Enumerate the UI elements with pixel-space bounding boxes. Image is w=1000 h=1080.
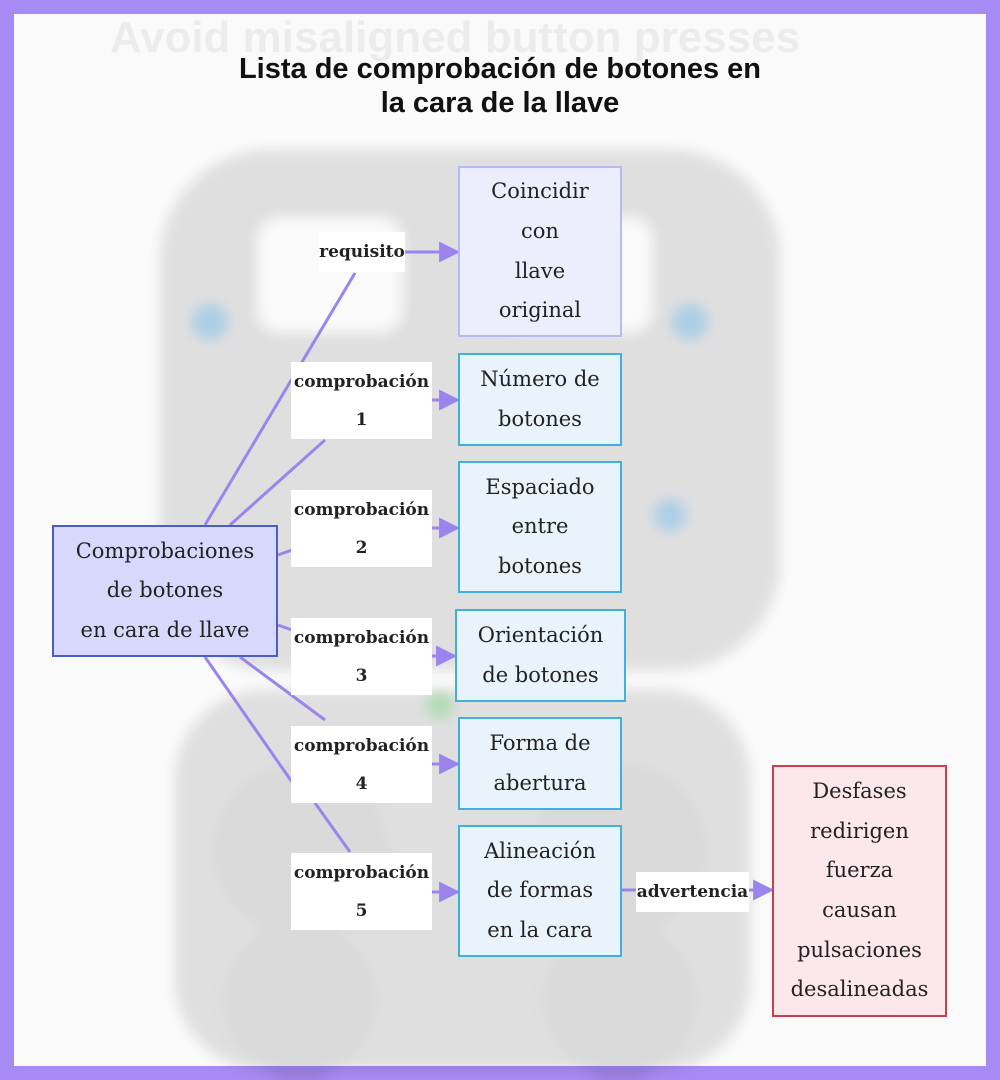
- requirement-node: Coincidir con llave original: [458, 166, 622, 337]
- edge-label-advertencia: advertencia: [636, 872, 749, 912]
- edge-root-to-check5-label-a: [205, 657, 292, 782]
- edge-root-to-check2-label: [278, 550, 292, 555]
- edge-label-check-3: comprobación 3: [291, 618, 432, 695]
- edge-label-requisito: requisito: [319, 232, 405, 272]
- check-1-node: Número de botones: [458, 353, 622, 446]
- edge-label-check-4: comprobación 4: [291, 726, 432, 803]
- check-3-node: Orientación de botones: [455, 609, 626, 702]
- edge-root-to-check5-label-b: [315, 803, 350, 852]
- warning-node: Desfases redirigen fuerza causan pulsaci…: [772, 765, 947, 1017]
- edge-label-check-5: comprobación 5: [291, 853, 432, 930]
- check-2-node: Espaciado entre botones: [458, 461, 622, 593]
- edge-root-to-check3-label: [278, 625, 292, 630]
- root-node: Comprobaciones de botones en cara de lla…: [52, 525, 278, 657]
- check-5-node: Alineación de formas en la cara: [458, 825, 622, 957]
- edge-label-check-2: comprobación 2: [291, 490, 432, 567]
- edge-label-check-1: comprobación 1: [291, 362, 432, 439]
- check-4-node: Forma de abertura: [458, 717, 622, 810]
